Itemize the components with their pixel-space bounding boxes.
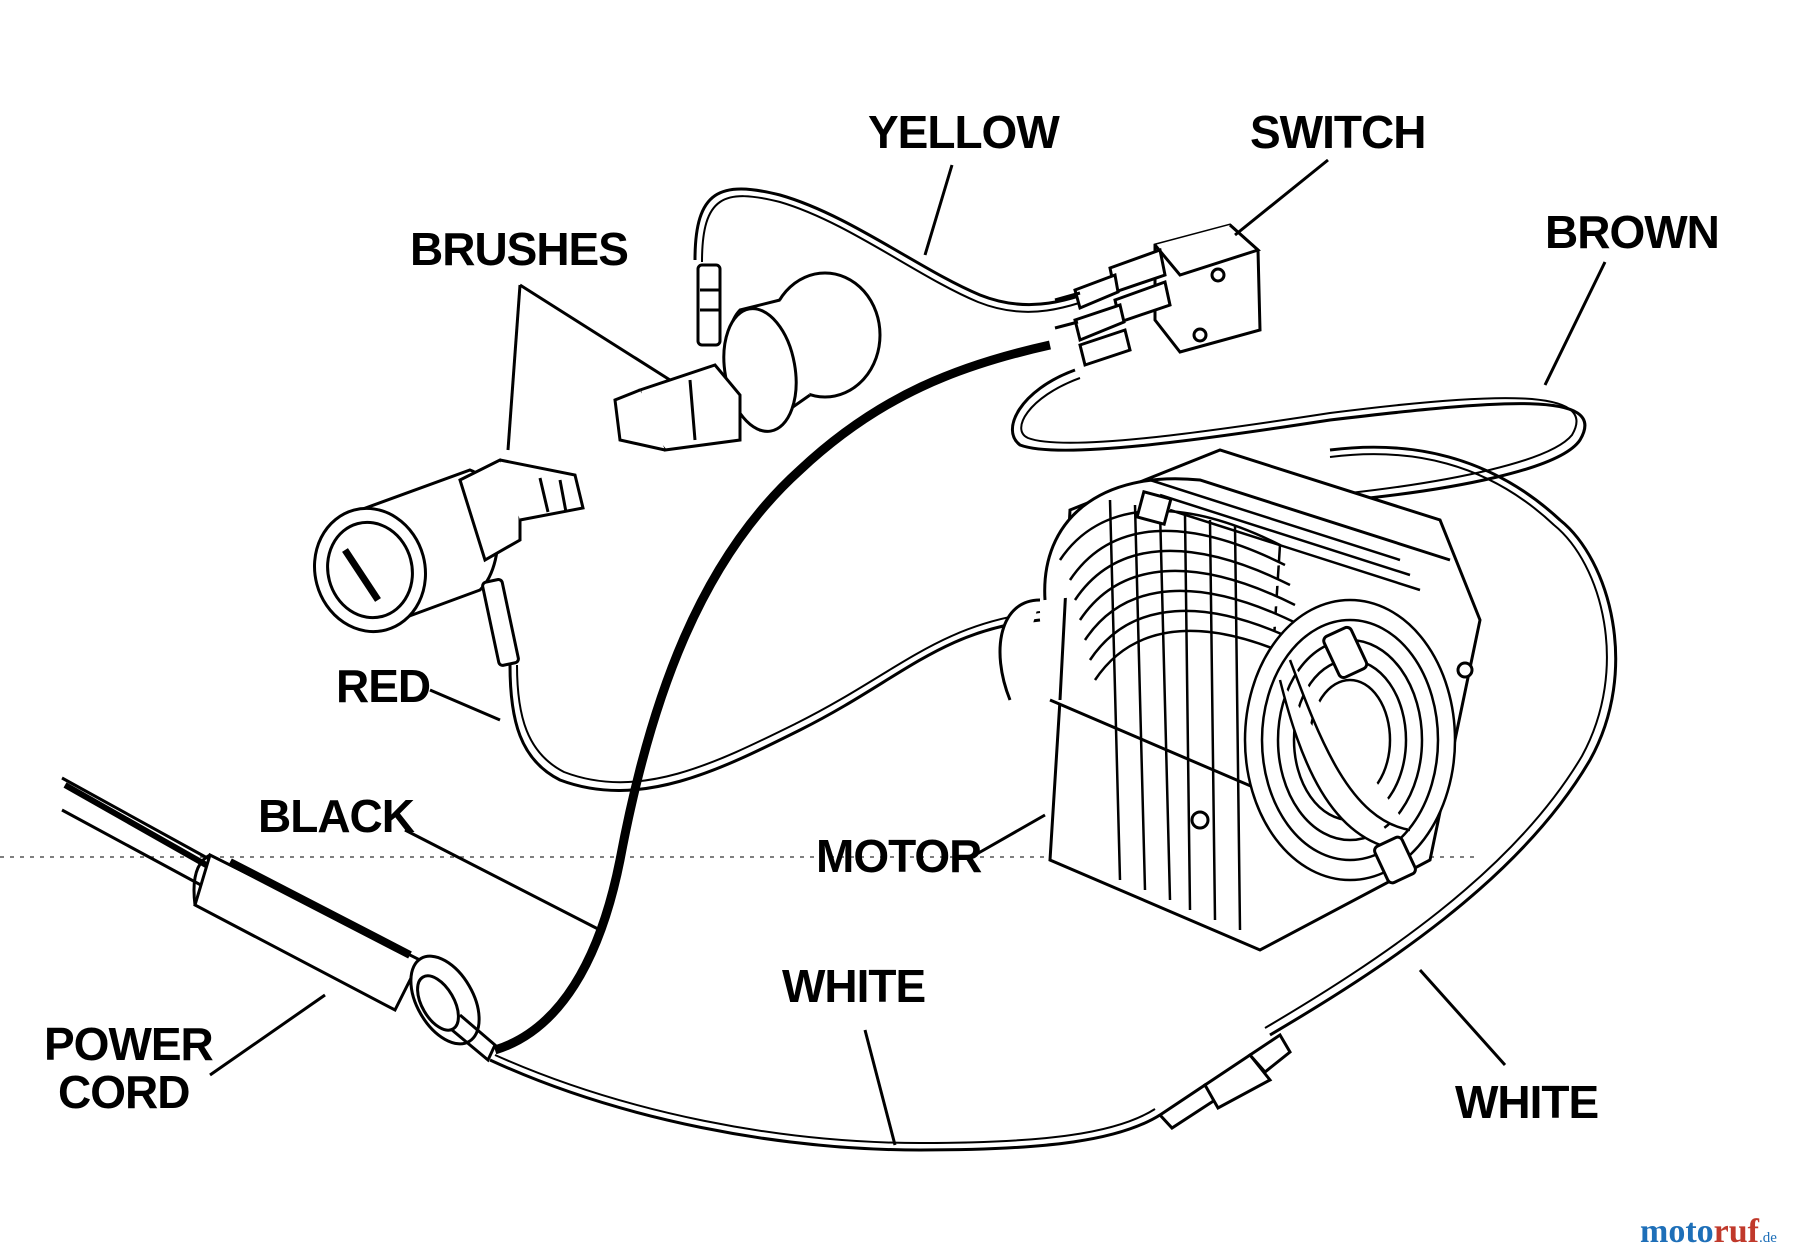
label-white-right: WHITE xyxy=(1455,1076,1598,1128)
label-brown: BROWN xyxy=(1545,206,1719,258)
white-wire-lower xyxy=(489,1058,1161,1152)
brush-lower xyxy=(313,458,585,667)
leader-lines xyxy=(209,158,1607,1146)
white-wire-right xyxy=(1269,445,1618,1037)
white-wire-connector xyxy=(1157,1032,1292,1130)
label-red: RED xyxy=(336,660,430,712)
label-white-lower: WHITE xyxy=(782,960,925,1012)
watermark-part1: moto xyxy=(1640,1213,1714,1250)
yellow-wire xyxy=(693,187,1111,307)
label-yellow: YELLOW xyxy=(868,106,1060,158)
label-switch: SWITCH xyxy=(1250,106,1425,158)
watermark-part2: ruf xyxy=(1714,1213,1760,1250)
motor xyxy=(998,448,1482,952)
red-wire xyxy=(508,618,1041,792)
watermark-suffix: .de xyxy=(1759,1230,1777,1246)
watermark: motoruf.de xyxy=(1640,1213,1777,1250)
label-motor: MOTOR xyxy=(816,830,982,882)
power-cord xyxy=(61,776,497,1063)
label-black: BLACK xyxy=(258,790,415,842)
label-power-cord-line2: CORD xyxy=(58,1066,189,1118)
brush-upper xyxy=(613,263,882,452)
brown-wire xyxy=(1010,368,1587,502)
label-power-cord-line1: POWER xyxy=(44,1018,214,1070)
black-wire xyxy=(493,340,1051,1055)
switch xyxy=(1054,223,1262,367)
label-brushes: BRUSHES xyxy=(410,223,628,275)
